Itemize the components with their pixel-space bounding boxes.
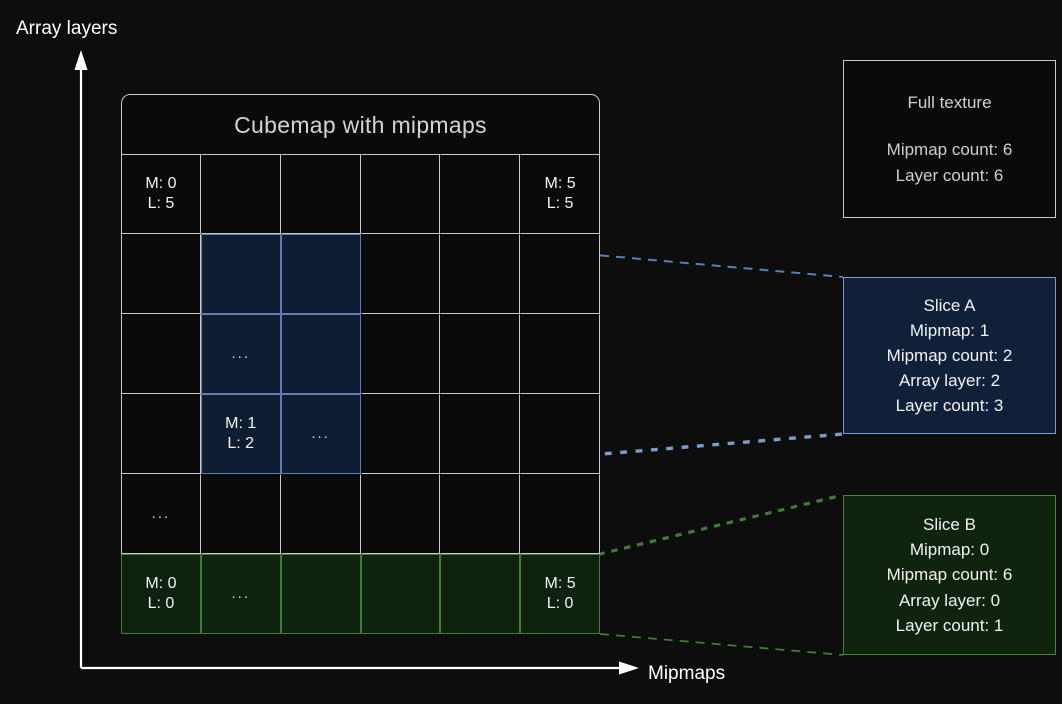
grid-cell[interactable] bbox=[360, 154, 441, 234]
y-axis-label: Array layers bbox=[16, 18, 118, 39]
grid-cell-slice-b[interactable] bbox=[440, 554, 521, 634]
grid-cell[interactable] bbox=[121, 394, 201, 474]
legend-full-texture[interactable]: Full texture Mipmap count: 6 Layer count… bbox=[843, 60, 1056, 218]
y-axis-arrow bbox=[74, 50, 88, 668]
legend-title: Full texture bbox=[907, 93, 992, 113]
grid-cell-slice-a[interactable] bbox=[280, 234, 361, 314]
legend-line: Array layer: 0 bbox=[898, 590, 1001, 610]
grid-cell-slice-a[interactable]: ... bbox=[280, 394, 361, 474]
legend-line: Mipmap count: 2 bbox=[886, 345, 1013, 365]
grid-cell-slice-b[interactable]: ... bbox=[200, 554, 281, 634]
legend-line: Mipmap: 1 bbox=[909, 320, 990, 340]
grid-cell-slice-b[interactable] bbox=[280, 554, 361, 634]
legend-line: Array layer: 2 bbox=[898, 371, 1001, 391]
legend-slice-a[interactable]: Slice A Mipmap: 1 Mipmap count: 2 Array … bbox=[843, 277, 1056, 434]
grid-cell[interactable] bbox=[360, 234, 441, 314]
legend-title: Slice B bbox=[923, 515, 976, 535]
x-axis-arrow bbox=[81, 661, 639, 675]
legend-line: Layer count: 6 bbox=[895, 165, 1004, 185]
grid-cell[interactable] bbox=[121, 314, 201, 394]
grid-cell[interactable]: ... bbox=[121, 474, 201, 554]
grid-cell[interactable] bbox=[200, 154, 281, 234]
panel-title: Cubemap with mipmaps bbox=[234, 111, 487, 138]
connector-slice-b-top bbox=[598, 493, 845, 556]
legend-line: Mipmap count: 6 bbox=[886, 140, 1013, 160]
legend-line: Mipmap: 0 bbox=[909, 540, 990, 560]
legend-line: Layer count: 3 bbox=[895, 396, 1004, 416]
grid-cell[interactable] bbox=[440, 394, 521, 474]
legend-slice-b[interactable]: Slice B Mipmap: 0 Mipmap count: 6 Array … bbox=[843, 495, 1056, 655]
grid-cell[interactable] bbox=[360, 314, 441, 394]
grid-cell[interactable] bbox=[280, 474, 361, 554]
grid-cell[interactable] bbox=[360, 394, 441, 474]
grid-cell[interactable] bbox=[360, 474, 441, 554]
cell-ellipsis: ... bbox=[231, 345, 250, 363]
grid-cell[interactable] bbox=[520, 234, 600, 314]
connector-slice-b-bottom bbox=[599, 633, 844, 656]
grid-cell[interactable] bbox=[440, 314, 521, 394]
cell-ellipsis: ... bbox=[151, 505, 171, 523]
legend-title: Slice A bbox=[923, 295, 976, 315]
grid-cell-slice-b[interactable] bbox=[360, 554, 441, 634]
legend-line: Layer count: 1 bbox=[895, 615, 1004, 635]
grid-cell[interactable] bbox=[520, 314, 600, 394]
grid-cell[interactable] bbox=[440, 474, 521, 554]
legend-line: Mipmap count: 6 bbox=[886, 565, 1013, 585]
grid-cell[interactable] bbox=[520, 474, 600, 554]
grid-cell[interactable] bbox=[121, 234, 201, 314]
x-axis-label: Mipmaps bbox=[648, 663, 726, 684]
grid-cell-slice-a[interactable]: ... bbox=[200, 314, 281, 394]
cell-ellipsis: ... bbox=[311, 425, 330, 443]
grid-cell[interactable] bbox=[520, 394, 600, 474]
grid-cell[interactable] bbox=[440, 234, 521, 314]
cell-ellipsis: ... bbox=[231, 585, 250, 603]
grid-cell[interactable] bbox=[200, 474, 281, 554]
grid-cell[interactable] bbox=[440, 154, 521, 234]
grid-cell[interactable] bbox=[280, 154, 361, 234]
grid-cell-slice-a[interactable] bbox=[200, 234, 281, 314]
grid-cell-slice-a[interactable] bbox=[280, 314, 361, 394]
